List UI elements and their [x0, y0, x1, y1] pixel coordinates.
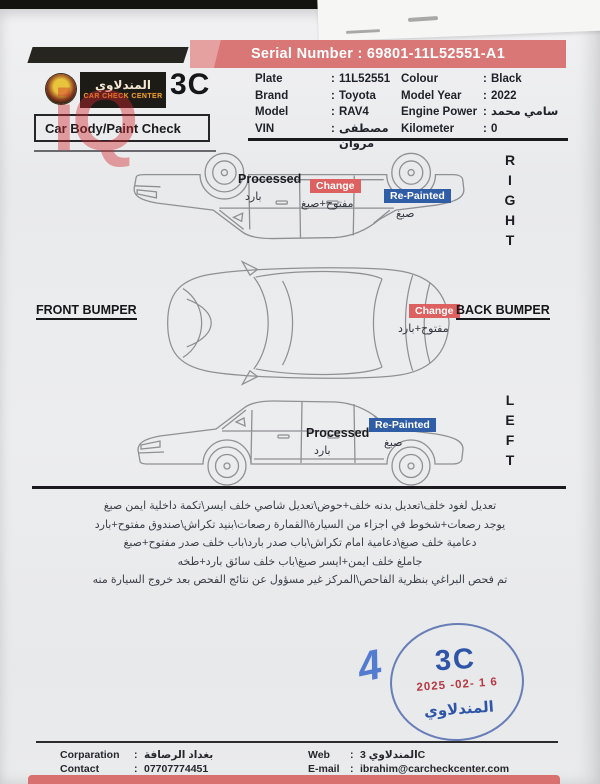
divider [32, 486, 566, 489]
note-line: تم فحص البراغي بنظرية الفاحص\المركز غير … [92, 574, 508, 586]
field-value: Black [491, 73, 522, 85]
field-label: Model [255, 106, 289, 118]
car-left-side-diagram [137, 400, 464, 486]
field-value: 0 [491, 122, 498, 135]
field-value: مصطفى مروان [339, 122, 389, 151]
table-row: Model Year:2022 [401, 89, 569, 105]
footer-right: Web:المندلاوي 3C E-mail:ibrahim@carcheck… [308, 748, 509, 776]
note-line: جاملغ خلف ايمن+ايسر صبغ\باب خلف سائق بار… [177, 555, 423, 568]
field-value: سامي محمد [491, 106, 559, 118]
field-value: 2022 [491, 89, 517, 102]
field-value: RAV4 [339, 106, 369, 118]
inspection-notes: تعديل لغود خلف\تعديل بدنه خلف+حوض\تعديل … [45, 497, 555, 590]
stamp-date: 2025 -02- 1 6 [416, 676, 499, 694]
status-label-processed: Processed [238, 172, 302, 186]
status-badge-repainted: Re-Painted [384, 189, 451, 203]
company-badge-icon [46, 74, 76, 104]
section-title-box: Car Body/Paint Check [34, 114, 210, 142]
vehicle-info-left-column: Plate:11L52551 Brand:Toyota Model:RAV4 V… [255, 72, 401, 153]
status-note-arabic: مفتوح+بارد [398, 323, 449, 335]
stamp-name-arabic: المندلاوي [423, 698, 495, 721]
note-line: تعديل لغود خلف\تعديل بدنه خلف+حوض\تعديل … [103, 500, 497, 512]
footer-contact: Contact:07707774451 [60, 763, 209, 775]
serial-number-text: Serial Number : 69801-11L52551-A1 [250, 46, 506, 62]
status-note-arabic: بارد [245, 191, 262, 203]
car-right-side-diagram [133, 152, 465, 240]
note-line: دعامية خلف صبغ\دعامية امام تكراش\باب صدر… [123, 537, 477, 549]
status-note-arabic: بارد [314, 445, 331, 457]
divider [248, 138, 568, 141]
divider [36, 741, 558, 743]
table-row: Kilometer:0 [401, 122, 569, 138]
field-label: Kilometer [401, 122, 455, 135]
field-label: VIN [255, 122, 275, 135]
field-value: ibrahim@carcheckcenter.com [360, 763, 510, 775]
divider [34, 150, 216, 152]
status-badge-change: Change [310, 179, 361, 193]
table-row: Colour:Black [401, 72, 569, 88]
table-row: Engine Power:سامي محمد [401, 105, 569, 121]
field-label: Plate [255, 73, 283, 85]
side-label-left: LEFT [502, 392, 518, 472]
back-bumper-label: BACK BUMPER [456, 303, 550, 320]
status-note-arabic: صبغ [396, 208, 415, 220]
company-name-arabic: المندلاوي [95, 78, 151, 93]
footer-email: E-mail:ibrahim@carcheckcenter.com [308, 763, 510, 775]
field-value: 11L52551 [339, 73, 391, 85]
footer-left: Corparation:بغداد الرصافة Contact:077077… [60, 748, 213, 776]
table-row: VIN:مصطفى مروان [255, 122, 401, 153]
section-title: Car Body/Paint Check [45, 120, 181, 136]
header-black-bar [27, 47, 189, 63]
field-label: Model Year [401, 89, 462, 102]
field-label: Brand [255, 89, 289, 102]
footer-web: Web:المندلاوي 3C [308, 749, 426, 761]
side-label-right: RIGHT [502, 152, 518, 252]
company-name-english: CAR CHECK CENTER [83, 92, 163, 100]
field-value: المندلاوي 3C [360, 749, 426, 761]
field-label: Engine Power [401, 106, 478, 118]
table-row: Model:RAV4 [255, 105, 401, 121]
table-row: Plate:11L52551 [255, 72, 401, 88]
field-value: بغداد الرصافة [144, 749, 214, 761]
status-label-processed: Processed [306, 426, 370, 440]
serial-number-banner: Serial Number : 69801-11L52551-A1 [190, 40, 566, 68]
field-label: Web [308, 749, 330, 761]
stamp-code: 3C [433, 642, 478, 678]
note-line: يوجد رصعات+شخوط في اجزاء من السيارة\القم… [94, 518, 506, 531]
vehicle-info-table: Plate:11L52551 Brand:Toyota Model:RAV4 V… [255, 72, 569, 153]
car-top-view-diagram [167, 260, 450, 386]
field-value: 07707774451 [144, 763, 209, 775]
company-logo: المندلاوي CAR CHECK CENTER [80, 72, 166, 108]
field-label: Contact [60, 763, 100, 775]
status-note-arabic: صبغ [384, 437, 403, 449]
status-badge-repainted: Re-Painted [369, 418, 436, 432]
vehicle-info-right-column: Colour:Black Model Year:2022 Engine Powe… [401, 72, 569, 153]
brand-code: 3C [170, 68, 211, 101]
iq-watermark: iQ [52, 73, 139, 169]
field-label: Corparation [60, 749, 120, 761]
footer-red-bar [28, 775, 560, 784]
field-label: Colour [401, 73, 439, 85]
front-bumper-label: FRONT BUMPER [36, 303, 137, 320]
status-badge-change: Change [409, 304, 460, 318]
field-value: Toyota [339, 89, 376, 102]
field-label: E-mail [308, 763, 340, 775]
status-note-arabic: مفتوح+صبغ [301, 198, 354, 210]
table-row: Brand:Toyota [255, 89, 401, 105]
footer-corporation: Corparation:بغداد الرصافة [60, 749, 214, 761]
